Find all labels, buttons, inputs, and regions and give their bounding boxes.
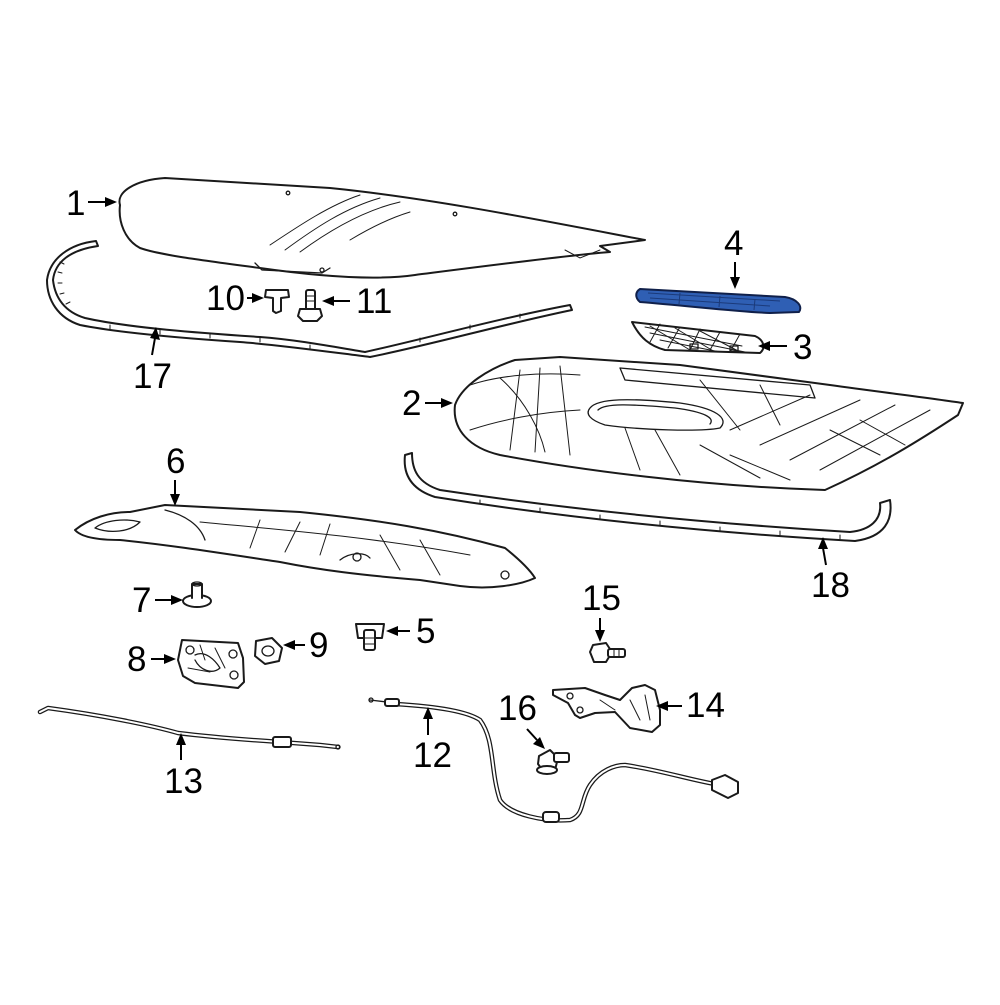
part-11-bolt[interactable]	[297, 289, 323, 322]
callout-4: 4	[724, 224, 743, 289]
callout-18-label: 18	[811, 566, 850, 605]
callout-13-label: 13	[164, 762, 203, 801]
callout-1: 1	[66, 184, 117, 223]
part-10-push-pin[interactable]	[264, 289, 290, 314]
callout-11-label: 11	[356, 282, 392, 321]
part-16-stud-bolt[interactable]	[536, 749, 570, 775]
callout-4-label: 4	[724, 224, 743, 263]
part-9-nut[interactable]	[254, 637, 283, 665]
callout-12: 12	[413, 707, 452, 775]
callout-18: 18	[811, 537, 850, 605]
callout-15-label: 15	[582, 579, 621, 618]
part-8-hood-latch[interactable]	[177, 639, 245, 689]
callout-10-label: 10	[206, 279, 245, 318]
callout-1-label: 1	[66, 184, 85, 223]
part-15-bolt[interactable]	[589, 642, 626, 663]
callout-7-label: 7	[132, 581, 151, 620]
callout-14-label: 14	[686, 686, 725, 725]
callout-2-label: 2	[402, 384, 421, 423]
callout-9-label: 9	[309, 626, 328, 665]
callout-8-label: 8	[127, 640, 146, 679]
callout-5-label: 5	[416, 612, 435, 651]
callout-2: 2	[402, 384, 453, 423]
part-4-insulator-highlighted[interactable]	[635, 288, 802, 314]
callout-12-label: 12	[413, 736, 452, 775]
callout-16: 16	[498, 689, 545, 749]
callout-17-label: 17	[133, 357, 172, 396]
callout-3-label: 3	[793, 328, 812, 367]
callout-8: 8	[127, 640, 176, 679]
callout-6: 6	[166, 442, 185, 506]
part-18-rear-seal[interactable]	[403, 452, 892, 542]
callout-3: 3	[758, 328, 812, 367]
part-7-push-retainer[interactable]	[182, 581, 212, 608]
callout-14: 14	[656, 686, 725, 725]
callout-9: 9	[283, 626, 328, 665]
part-3-scoop-grille[interactable]	[631, 321, 765, 354]
part-5-bolt[interactable]	[355, 623, 385, 651]
callout-5: 5	[386, 612, 435, 651]
part-2-hood-inner-panel[interactable]	[453, 356, 964, 491]
part-6-insulator-pad[interactable]	[74, 504, 536, 589]
part-17-seal-strip[interactable]	[46, 240, 573, 358]
callout-17: 17	[133, 327, 172, 396]
part-1-hood-panel[interactable]	[118, 177, 646, 279]
callout-6-label: 6	[166, 442, 185, 481]
callout-13: 13	[164, 733, 203, 801]
callout-16-label: 16	[498, 689, 537, 728]
part-14-latch-bracket[interactable]	[552, 684, 661, 733]
callout-7: 7	[132, 581, 183, 620]
callout-11: 11	[322, 282, 392, 321]
callout-10: 10	[206, 279, 264, 318]
part-12-release-cable[interactable]	[368, 697, 739, 823]
callout-15: 15	[582, 579, 621, 642]
part-13-lock-rod[interactable]	[37, 705, 341, 750]
